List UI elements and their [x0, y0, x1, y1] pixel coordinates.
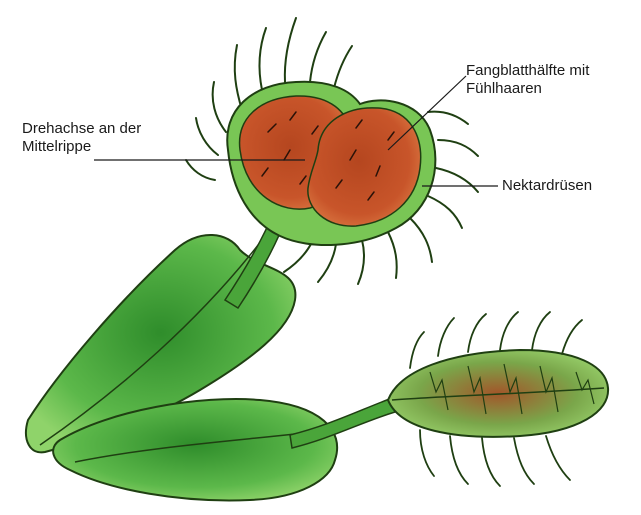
label-drehachse-line1: Drehachse an der [22, 120, 141, 137]
label-drehachse: Drehachse an der Mittelrippe [22, 120, 141, 156]
label-drehachse-line2: Mittelrippe [22, 138, 91, 155]
label-fangblatt: Fangblatthälfte mit Fühlhaaren [466, 62, 589, 98]
label-fangblatt-line2: Fühlhaaren [466, 80, 542, 97]
label-nektardruesen: Nektardrüsen [502, 177, 592, 195]
label-fangblatt-line1: Fangblatthälfte mit [466, 62, 589, 79]
